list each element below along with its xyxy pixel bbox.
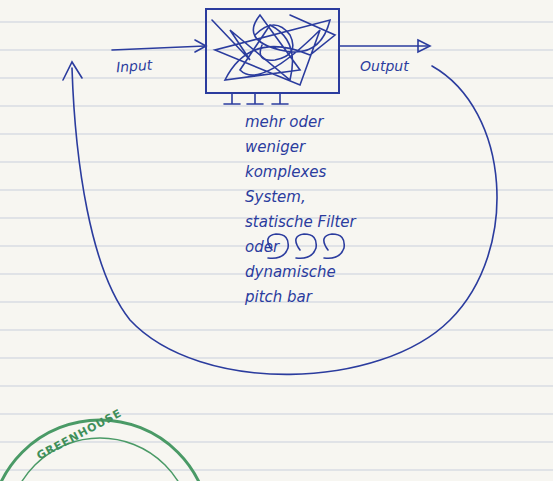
signal-label: Output — [360, 58, 409, 74]
sketch-ink — [63, 15, 497, 374]
arrow-head — [418, 40, 430, 52]
signal-label: Input — [115, 57, 152, 75]
pin-symbol — [224, 94, 288, 104]
arrow-head — [63, 62, 82, 80]
feedback-loop — [72, 66, 497, 374]
input-arrow — [112, 46, 205, 50]
paper-lines — [0, 22, 553, 470]
stamp — [0, 420, 210, 481]
stamp-text: GREENHOUSE — [34, 407, 124, 463]
system-box: mehr oder weniger komplexes System, stat… — [205, 8, 340, 94]
stamp-ring — [0, 420, 210, 481]
spiral — [324, 234, 344, 258]
scribble — [212, 15, 335, 85]
output-arrow — [340, 45, 428, 47]
system-note: mehr oder weniger komplexes System, stat… — [245, 110, 363, 310]
stamp-ring — [8, 438, 192, 481]
scribble — [255, 25, 293, 60]
spiral — [296, 234, 316, 258]
